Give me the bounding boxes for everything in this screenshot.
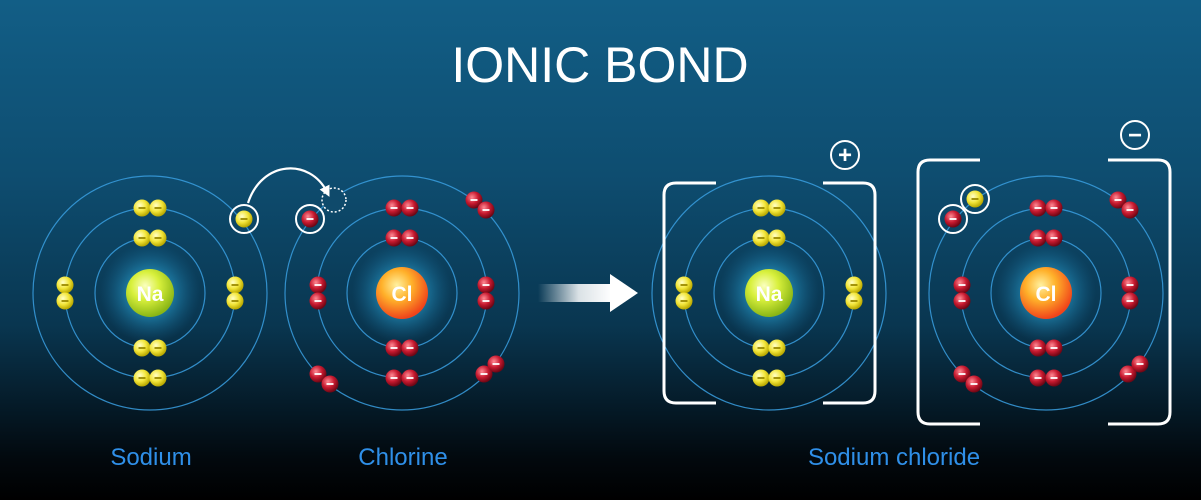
captured-electron-ring	[960, 184, 990, 214]
chlorine-electron	[953, 365, 971, 383]
chlorine-electron	[309, 365, 327, 383]
sodium-electron	[56, 292, 74, 310]
sodium-electron	[235, 210, 253, 228]
sodium-electron	[56, 276, 74, 294]
negative-charge-sign: −	[1128, 122, 1142, 149]
sodium-electron	[845, 276, 863, 294]
chlorine-electron	[309, 292, 327, 310]
transferring-electron-ring	[229, 204, 259, 234]
sodium-electron	[966, 190, 984, 208]
page-title: IONIC BOND	[451, 37, 748, 93]
chlorine-electron	[401, 229, 419, 247]
chlorine-electron	[944, 210, 962, 228]
sodium-electron	[768, 199, 786, 217]
sodium-electron	[133, 369, 151, 387]
chlorine-electron	[1045, 229, 1063, 247]
chlorine-electron	[487, 355, 505, 373]
chlorine-electron	[385, 369, 403, 387]
chlorine-electron	[953, 276, 971, 294]
chlorine-electron	[465, 191, 483, 209]
chlorine-electron	[477, 292, 495, 310]
sodium-electron	[768, 369, 786, 387]
sodium-electron	[752, 339, 770, 357]
positive-charge-sign: +	[838, 142, 852, 169]
sodium-ion-shell-3	[651, 175, 887, 411]
chloride-ion-bracket	[916, 158, 1172, 426]
sodium-electron	[752, 229, 770, 247]
chloride-ion-symbol: Cl	[1036, 283, 1057, 306]
chlorine-electron	[965, 375, 983, 393]
chlorine-electron	[1029, 199, 1047, 217]
chlorine-electron	[1029, 369, 1047, 387]
sodium-chloride-label: Sodium chloride	[808, 444, 980, 471]
sodium-electron	[845, 292, 863, 310]
sodium-ion-symbol: Na	[756, 283, 783, 306]
chlorine-electron	[1119, 365, 1137, 383]
sodium-nucleus: Na	[100, 243, 200, 343]
chlorine-electron	[477, 201, 495, 219]
sodium-electron	[752, 369, 770, 387]
sodium-electron	[149, 199, 167, 217]
chlorine-electron	[1045, 199, 1063, 217]
negative-charge-badge: −	[1120, 120, 1150, 150]
chloride-ion-shell-3	[928, 175, 1164, 411]
sodium-electron	[768, 229, 786, 247]
sodium-electron	[133, 229, 151, 247]
chlorine-electron	[1121, 292, 1139, 310]
chloride-outer-electron-ring	[938, 204, 968, 234]
chlorine-electron	[953, 292, 971, 310]
chlorine-electron	[385, 229, 403, 247]
chlorine-electron	[1045, 339, 1063, 357]
sodium-electron	[752, 199, 770, 217]
sodium-electron	[226, 292, 244, 310]
sodium-electron	[133, 199, 151, 217]
chlorine-electron	[1121, 201, 1139, 219]
chlorine-electron	[301, 210, 319, 228]
sodium-electron	[226, 276, 244, 294]
chlorine-electron	[309, 276, 327, 294]
sodium-electron	[149, 229, 167, 247]
chlorine-electron	[401, 199, 419, 217]
chlorine-electron	[1131, 355, 1149, 373]
chlorine-electron	[477, 276, 495, 294]
electrons	[56, 190, 1149, 393]
sodium-ion-bracket	[662, 181, 877, 405]
sodium-shell-3	[32, 175, 268, 411]
sodium-electron	[149, 369, 167, 387]
sodium-electron	[768, 339, 786, 357]
chlorine-electron	[1121, 276, 1139, 294]
chlorine-electron	[385, 339, 403, 357]
right-arrow-icon	[538, 274, 638, 312]
positive-charge-badge: +	[830, 140, 860, 170]
chlorine-electron	[475, 365, 493, 383]
sodium-label: Sodium	[110, 444, 191, 471]
chloride-ion-nucleus: Cl	[996, 243, 1096, 343]
chlorine-electron	[321, 375, 339, 393]
chlorine-electron	[385, 199, 403, 217]
chlorine-electron	[401, 339, 419, 357]
chlorine-electron	[1029, 339, 1047, 357]
chlorine-nucleus: Cl	[352, 243, 452, 343]
sodium-electron	[149, 339, 167, 357]
curved-arrow-icon	[246, 167, 330, 204]
sodium-symbol: Na	[137, 283, 164, 306]
chlorine-symbol: Cl	[392, 283, 413, 306]
sodium-ion-nucleus: Na	[719, 243, 819, 343]
chlorine-electron	[401, 369, 419, 387]
chlorine-electron	[1029, 229, 1047, 247]
incoming-vacancy-ring	[295, 204, 325, 234]
sodium-electron	[675, 292, 693, 310]
chlorine-shell-3	[284, 175, 520, 411]
chlorine-electron	[1109, 191, 1127, 209]
sodium-electron	[133, 339, 151, 357]
chlorine-label: Chlorine	[358, 444, 447, 471]
sodium-electron	[675, 276, 693, 294]
chlorine-electron	[1045, 369, 1063, 387]
